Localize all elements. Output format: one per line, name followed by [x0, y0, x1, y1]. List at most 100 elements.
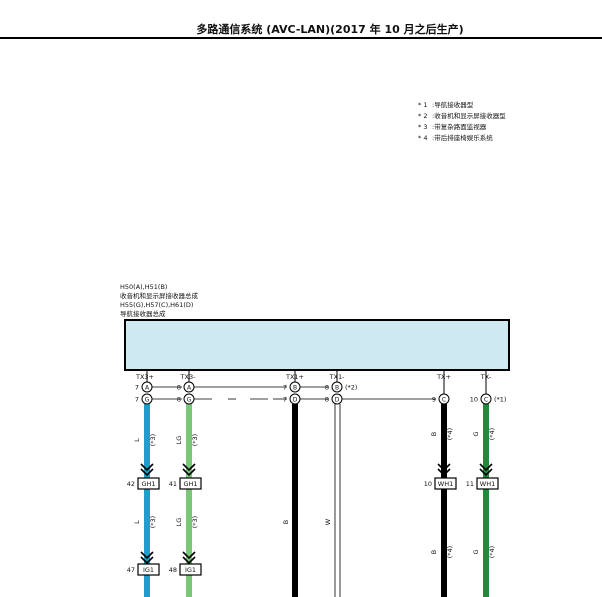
terminal-number: 8: [325, 384, 329, 392]
terminal-number: 7: [283, 396, 287, 404]
terminal-number: 7: [283, 384, 287, 392]
wire-color-label: L: [133, 520, 141, 524]
component-line-1: H50(A),H51(B): [120, 283, 167, 291]
page-title: 多路通信系统 (AVC-LAN)(2017 年 10 月之后生产): [196, 22, 463, 36]
terminal-circle: [183, 393, 195, 405]
connector-number: 48: [169, 566, 177, 574]
terminal-letter: B: [335, 385, 339, 392]
connector-box: [179, 563, 202, 576]
component-line-4: 导航接收器总成: [120, 309, 166, 318]
terminal-circle: [183, 381, 195, 393]
legend: * 1 :导航接收器型 * 2 :收音机和显示屏接收器型 * 3 :带复杂路面监…: [418, 100, 506, 142]
wire-note-label: (*3): [149, 516, 157, 528]
terminal-number: 10: [470, 396, 478, 404]
chevron-down-icon: [140, 463, 154, 477]
connector-box: [476, 477, 499, 490]
terminal-letter: C: [484, 397, 488, 404]
terminal-number: 7: [135, 384, 139, 392]
connector-number: 41: [169, 480, 177, 488]
receiver-assembly-box: [124, 319, 510, 371]
terminals-row-1: A 7 A 8 B 7 B 8 (*2): [135, 381, 357, 393]
pin-tx3-minus: TX3-: [180, 373, 197, 381]
wire-color-label: LG: [175, 518, 183, 527]
connector-number: 11: [466, 480, 474, 488]
terminal-note: (*2): [345, 384, 357, 392]
legend-text-4: :带后排座椅娱乐系统: [432, 133, 493, 142]
terminal-circle: [141, 381, 153, 393]
legend-text-1: :导航接收器型: [432, 100, 474, 109]
wire-labels-upper: L (*3) LG (*3) B (*4) G (*4): [133, 428, 496, 446]
terminal-letter: A: [187, 385, 192, 392]
terminal-letter: A: [145, 385, 150, 392]
connector-name: IG1: [185, 566, 196, 574]
terminal-circle: [480, 393, 492, 405]
wire-color-label: W: [324, 518, 332, 525]
wire-note-label: (*3): [149, 434, 157, 446]
terminal-circle: [331, 393, 343, 405]
terminal-number: 9: [432, 396, 436, 404]
chevron-down-icon: [140, 551, 154, 565]
legend-text-2: :收音机和显示屏接收器型: [432, 111, 506, 120]
connectors-mid: GH1 42 GH1 41 WH1 10 WH1 11: [127, 477, 499, 490]
terminal-number: 8: [325, 396, 329, 404]
terminal-letter: D: [293, 397, 298, 404]
connector-name: IG1: [143, 566, 154, 574]
connector-name: WH1: [438, 480, 453, 488]
terminal-circle: [331, 381, 343, 393]
connector-chevrons: [140, 463, 493, 565]
terminal-letter: B: [293, 385, 297, 392]
component-label: H50(A),H51(B) 收音机和显示屏接收器总成 H55(G),H57(C)…: [120, 283, 199, 318]
wires: [144, 404, 489, 597]
wire-color-label: B: [430, 432, 438, 436]
connector-box: [179, 477, 202, 490]
terminal-letter: C: [442, 397, 446, 404]
connector-name: GH1: [183, 480, 197, 488]
terminal-circle: [141, 393, 153, 405]
chevron-down-icon: [479, 463, 493, 477]
terminal-note: (*1): [494, 396, 506, 404]
connector-number: 10: [424, 480, 432, 488]
component-line-3: H55(G),H57(C),H61(D): [120, 301, 193, 309]
component-line-2: 收音机和显示屏接收器总成: [120, 291, 199, 300]
terminal-number: 8: [177, 384, 181, 392]
connector-number: 47: [127, 566, 135, 574]
legend-text-3: :带复杂路面监视器: [432, 122, 487, 131]
connector-box: [137, 477, 160, 490]
terminal-circle: [289, 381, 301, 393]
pin-tx3-plus: TX3+: [135, 373, 154, 381]
legend-mark-2: * 2: [418, 112, 427, 120]
wire-color-label: B: [282, 520, 290, 524]
connector-name: WH1: [480, 480, 495, 488]
terminals-row-2: G 7 G 8 D 7 D 8 C 9 C 10 (*1): [135, 393, 506, 405]
wire-color-label: B: [430, 550, 438, 554]
terminal-circle: [438, 393, 450, 405]
terminal-letter: G: [145, 397, 150, 404]
chevron-down-icon: [182, 463, 196, 477]
connector-box: [137, 563, 160, 576]
connector-box: [434, 477, 457, 490]
terminal-letter: D: [335, 397, 340, 404]
alternative-lines: [152, 386, 436, 400]
terminal-number: 8: [177, 396, 181, 404]
wire-color-label: G: [472, 549, 480, 554]
terminal-circle: [289, 393, 301, 405]
wire-note-label: (*3): [191, 516, 199, 528]
wire-note-label: (*3): [191, 434, 199, 446]
chevron-down-icon: [437, 463, 451, 477]
wire-note-label: (*4): [446, 428, 454, 440]
legend-mark-4: * 4: [418, 134, 427, 142]
terminal-number: 7: [135, 396, 139, 404]
connector-name: GH1: [141, 480, 155, 488]
wire-note-label: (*4): [488, 546, 496, 558]
legend-mark-1: * 1: [418, 101, 427, 109]
chevron-down-icon: [182, 551, 196, 565]
wire-color-label: L: [133, 438, 141, 442]
wire-note-label: (*4): [446, 546, 454, 558]
wire-labels-lower: L (*3) LG (*3) B W B (*4) G (*4): [133, 516, 496, 558]
legend-mark-3: * 3: [418, 123, 427, 131]
wire-color-label: LG: [175, 436, 183, 445]
wire-note-label: (*4): [488, 428, 496, 440]
box-stubs: [146, 370, 487, 394]
wire-color-label: G: [472, 431, 480, 436]
